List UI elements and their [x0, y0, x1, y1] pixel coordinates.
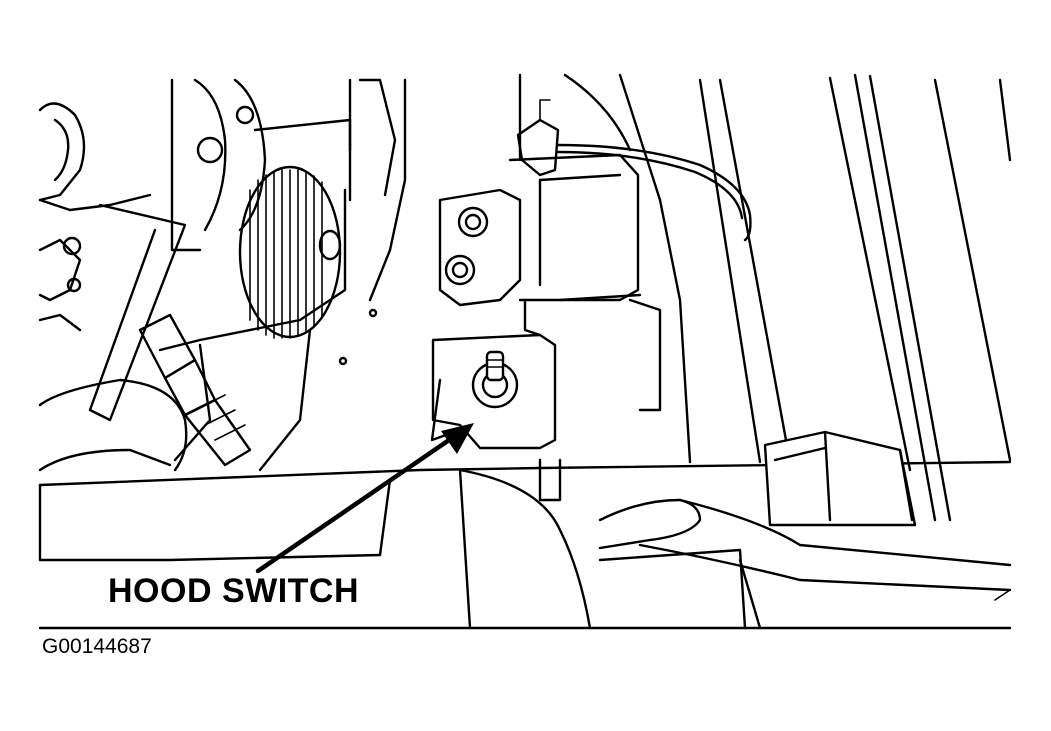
- pulley: [238, 165, 342, 339]
- coolant-hose: [38, 203, 188, 472]
- engine-block-left: [38, 102, 152, 332]
- wire-harness: [516, 99, 752, 242]
- alternator-housing: [170, 78, 397, 252]
- air-intake-box: [458, 468, 1012, 630]
- hood-switch: [430, 333, 562, 502]
- frame-edges: [38, 483, 1012, 630]
- callout-leader-arrow: [255, 423, 474, 574]
- fender-bracket: [763, 430, 917, 527]
- fuel-line-fitting: [138, 313, 252, 467]
- relay-module-housing: [438, 153, 640, 337]
- figure-id-label: G00144687: [42, 635, 152, 658]
- hood-switch-label: HOOD SWITCH: [108, 572, 360, 610]
- fender-panel: [518, 73, 1012, 522]
